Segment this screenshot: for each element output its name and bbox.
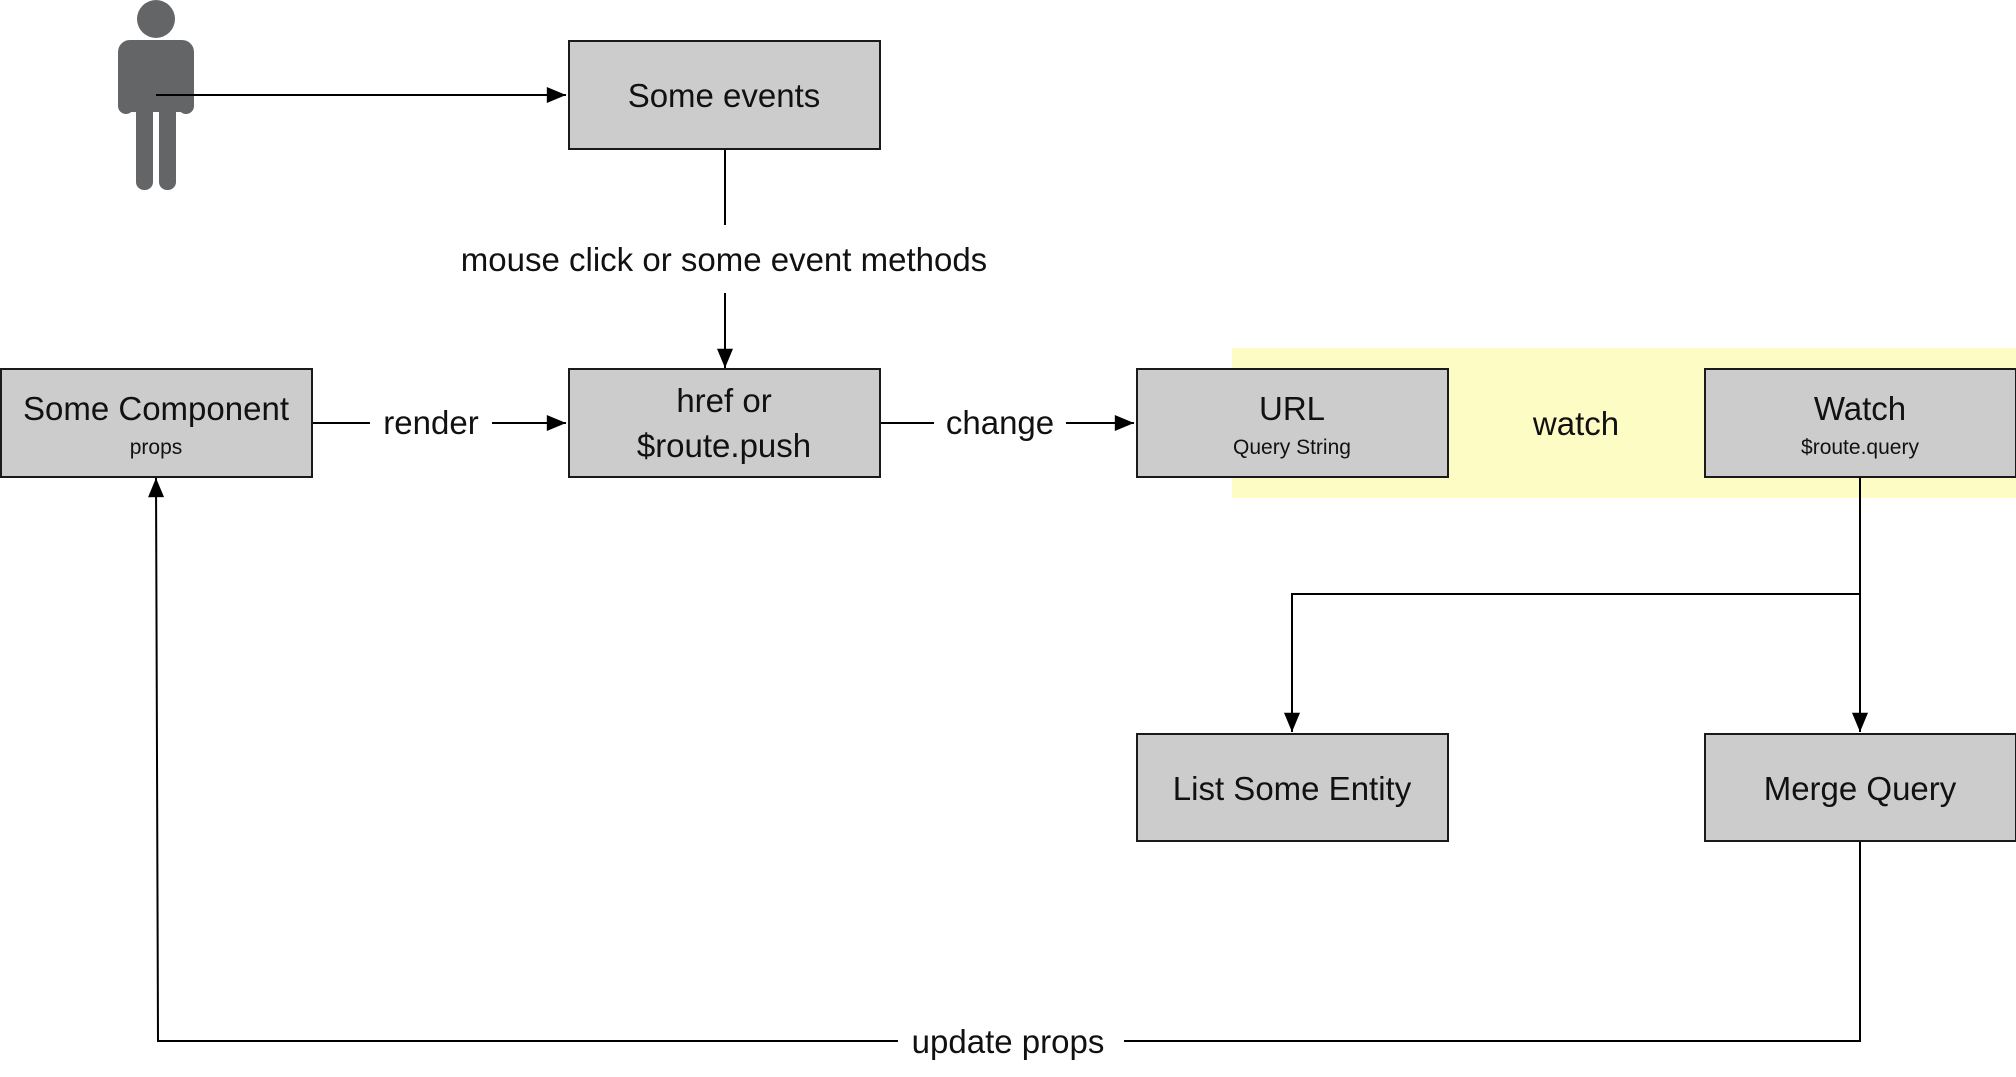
node-merge-query-label: Merge Query xyxy=(1764,770,1957,807)
node-href-line2: $route.push xyxy=(637,427,811,464)
node-merge-query: Merge Query xyxy=(1704,733,2016,842)
edge-label-mouse-click: mouse click or some event methods xyxy=(461,241,987,278)
edge-watch-to-list xyxy=(1284,478,1861,732)
edge-merge-to-component-right xyxy=(1124,841,1861,1042)
node-watch: Watch $route.query xyxy=(1704,368,2016,478)
node-some-events-label: Some events xyxy=(628,77,821,114)
node-some-component-label: Some Component xyxy=(23,390,289,427)
edge-label-watch: watch xyxy=(1532,405,1619,442)
node-href-line1: href or xyxy=(676,382,771,419)
node-some-component-sub: props xyxy=(130,436,183,459)
node-href-route-push: href or $route.push xyxy=(568,368,881,478)
node-some-events: Some events xyxy=(568,40,881,150)
node-list-some-entity-label: List Some Entity xyxy=(1173,770,1412,807)
node-watch-label: Watch xyxy=(1814,390,1906,427)
edge-label-update-props: update props xyxy=(912,1023,1105,1060)
edge-label-change: change xyxy=(946,404,1054,441)
node-url: URL Query String xyxy=(1136,368,1449,478)
node-some-component: Some Component props xyxy=(0,368,313,478)
node-url-sub: Query String xyxy=(1233,436,1351,459)
edge-label-render: render xyxy=(383,404,478,441)
edge-merge-to-component-left xyxy=(148,477,898,1042)
node-url-label: URL xyxy=(1259,390,1325,427)
node-watch-sub: $route.query xyxy=(1801,436,1919,459)
node-list-some-entity: List Some Entity xyxy=(1136,733,1449,842)
